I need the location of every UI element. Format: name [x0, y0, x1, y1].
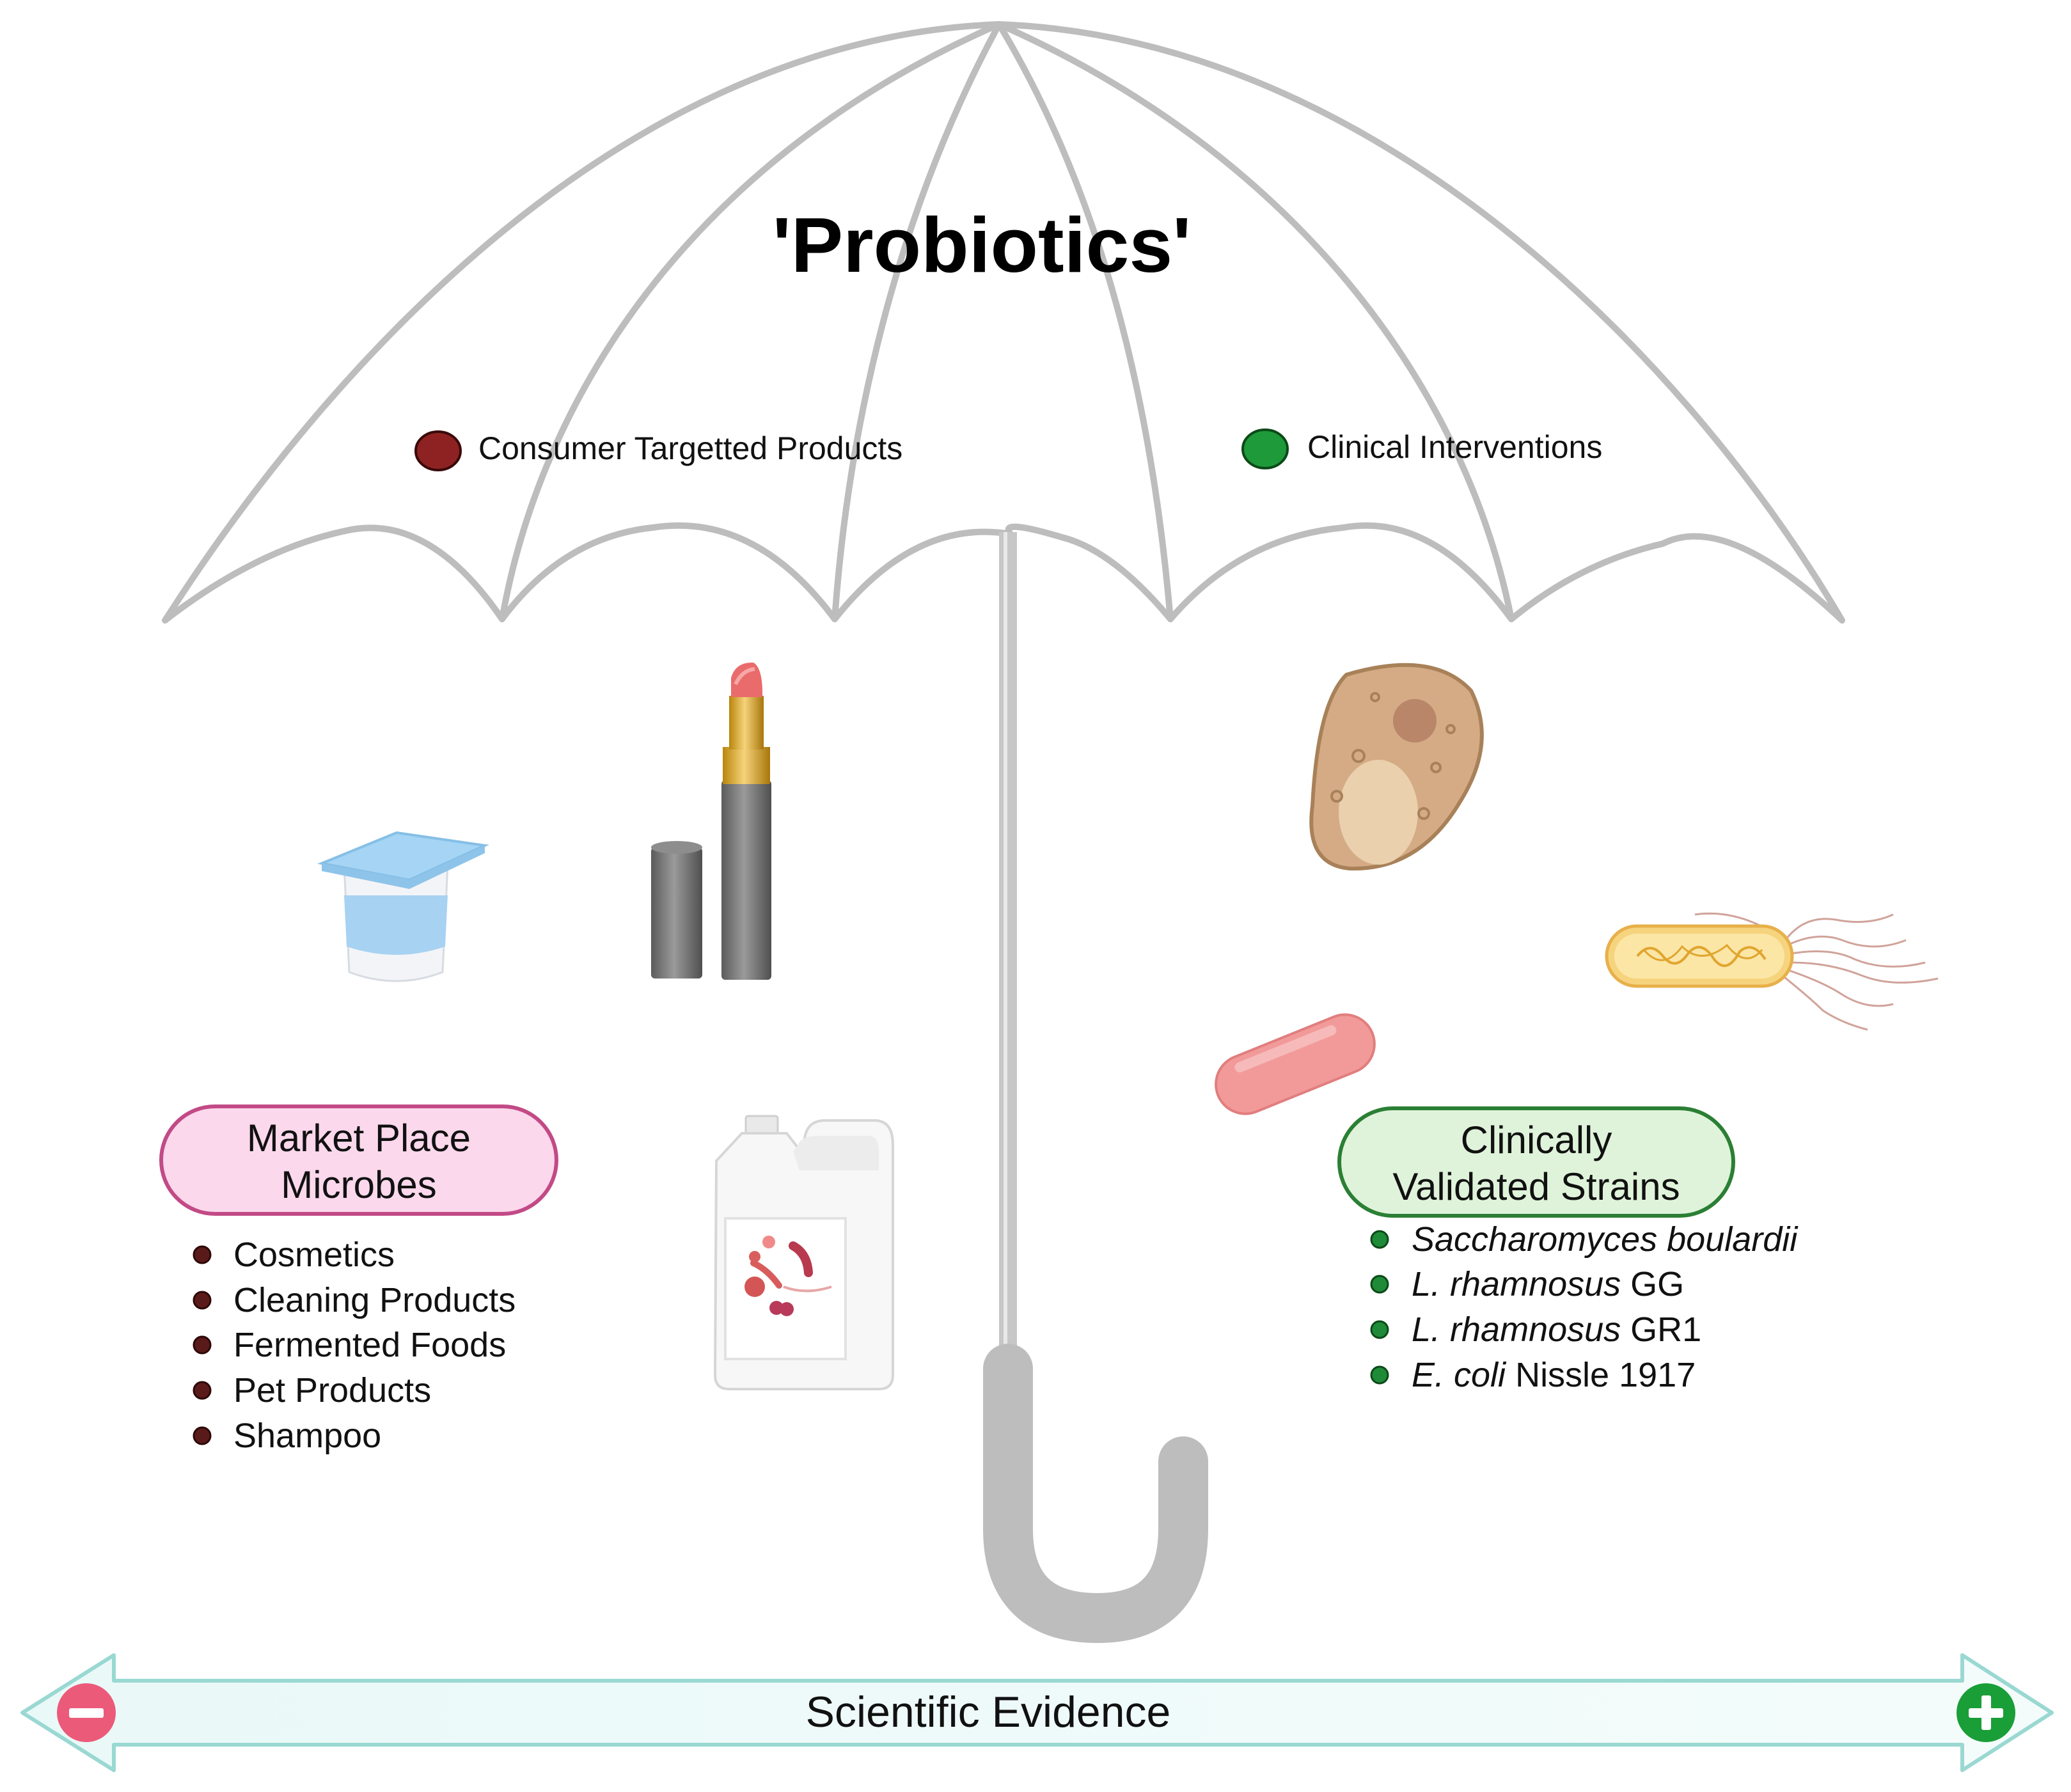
evidence-axis-label: Scientific Evidence — [806, 1688, 1171, 1736]
diagram-title: 'Probiotics' — [773, 201, 1192, 288]
umbrella-canopy — [162, 21, 1845, 624]
clinical-item: Saccharomyces boulardii — [1412, 1220, 1799, 1259]
clinical-item-italic: Saccharomyces boulardii — [1412, 1220, 1799, 1259]
umbrella-handle — [983, 532, 1208, 1644]
umbrella-shaft — [999, 532, 1017, 1376]
market-place-title-line2: Microbes — [281, 1163, 436, 1206]
market-place-title-line1: Market Place — [247, 1117, 471, 1159]
clinical-item: L. rhamnosus GG — [1412, 1265, 1684, 1303]
market-item: Cosmetics — [233, 1236, 395, 1274]
clinical-item: E. coli Nissle 1917 — [1412, 1356, 1696, 1394]
clinical-title-line1: Clinically — [1461, 1119, 1612, 1161]
evidence-double-arrow — [20, 1653, 2054, 1772]
clinical-legend-dot — [1241, 428, 1289, 469]
bullet-icon — [1370, 1275, 1389, 1294]
clinical-item-normal: GG — [1621, 1265, 1684, 1303]
clinical-title-line2: Validated Strains — [1392, 1165, 1680, 1208]
legend: Consumer Targetted Products Clinical Int… — [414, 428, 1602, 471]
yeast-cell-icon — [1309, 663, 1484, 871]
clinical-box: Clinically Validated Strains Saccharomyc… — [1337, 1106, 1799, 1394]
umbrella-hook — [983, 1344, 1208, 1644]
market-item: Fermented Foods — [233, 1326, 506, 1364]
bullet-icon — [193, 1335, 212, 1355]
market-place-badge — [159, 1104, 558, 1216]
bullet-icon — [1370, 1320, 1389, 1339]
clinical-item: L. rhamnosus GR1 — [1412, 1310, 1701, 1349]
yogurt-cup-icon — [317, 831, 490, 982]
market-item: Pet Products — [233, 1371, 431, 1410]
umbrella-rib — [831, 21, 1002, 622]
clinical-list: Saccharomyces boulardii L. rhamnosus GG … — [1370, 1220, 1799, 1394]
bullet-icon — [193, 1291, 212, 1310]
market-item: Shampoo — [233, 1417, 381, 1455]
umbrella-rib — [499, 21, 1002, 622]
consumer-legend-dot — [414, 430, 462, 471]
bullet-icon — [1370, 1365, 1389, 1385]
consumer-legend-label: Consumer Targetted Products — [478, 430, 902, 466]
evidence-axis: Scientific Evidence — [20, 1653, 2054, 1772]
umbrella-icon — [162, 21, 1845, 624]
clinical-badge — [1337, 1106, 1735, 1218]
clinical-legend-label: Clinical Interventions — [1307, 429, 1602, 465]
bacillus-icon — [1215, 1013, 1376, 1115]
bullet-icon — [193, 1381, 212, 1400]
clinical-item-italic: L. rhamnosus — [1412, 1310, 1621, 1349]
bullet-icon — [193, 1426, 212, 1445]
clinical-item-normal: Nissle 1917 — [1506, 1356, 1696, 1394]
bullet-icon — [1370, 1230, 1389, 1249]
market-place-list: Cosmetics Cleaning Products Fermented Fo… — [193, 1236, 516, 1455]
lipstick-icon — [651, 662, 771, 980]
umbrella-rib — [996, 21, 1174, 622]
clinical-item-normal: GR1 — [1621, 1310, 1701, 1349]
clinical-item-italic: L. rhamnosus — [1412, 1265, 1621, 1303]
flagellated-bacterium-icon — [1605, 912, 1939, 1031]
cleaning-jug-icon — [713, 1115, 894, 1390]
market-place-box: Market Place Microbes Cosmetics Cleaning… — [159, 1104, 558, 1455]
clinical-item-italic: E. coli — [1412, 1356, 1507, 1394]
umbrella-rib — [996, 21, 1515, 622]
bullet-icon — [193, 1245, 212, 1264]
market-item: Cleaning Products — [233, 1281, 516, 1319]
